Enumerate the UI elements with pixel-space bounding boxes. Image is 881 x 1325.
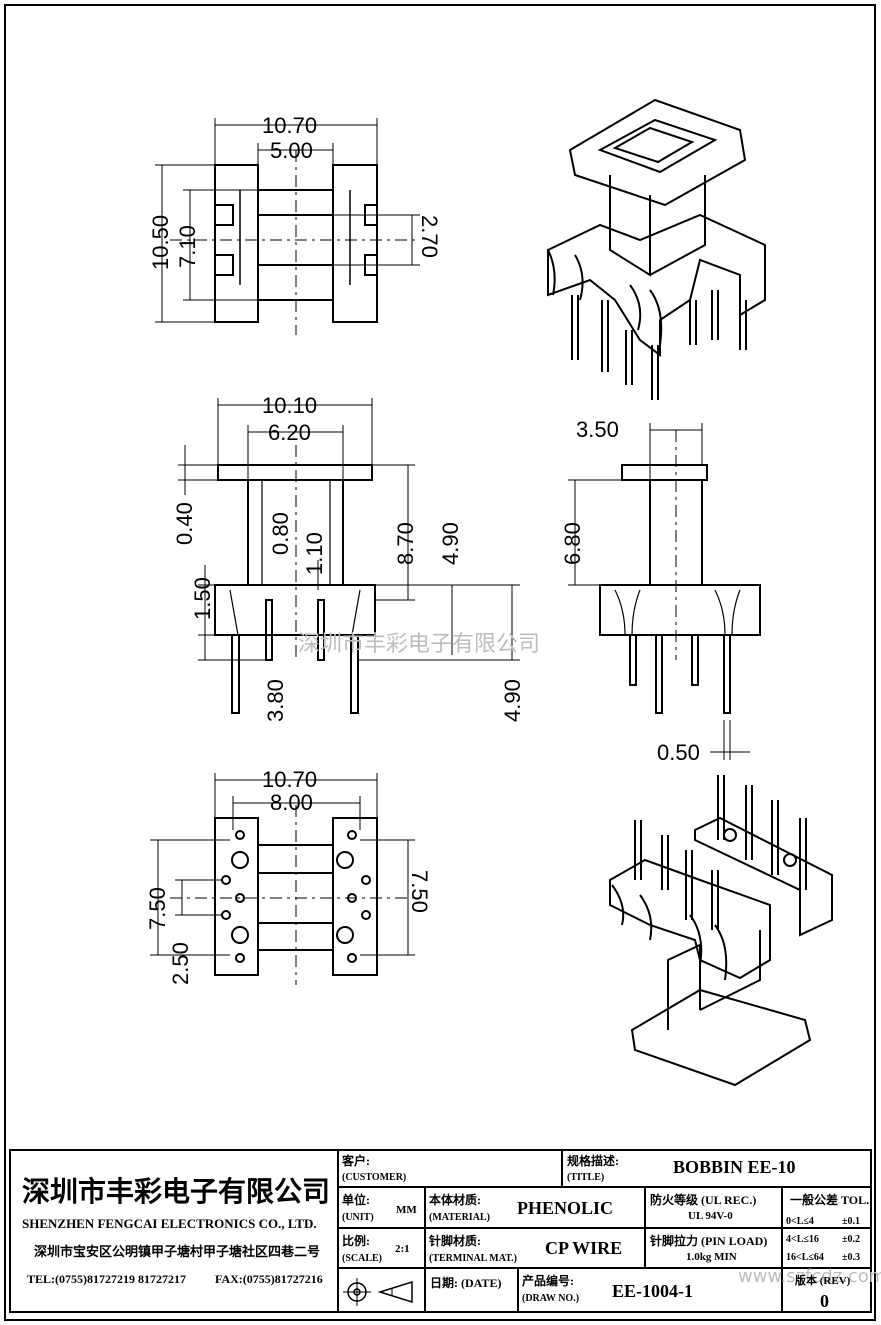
tolerance-value-3: ±0.3 (842, 1252, 860, 1263)
pin-load-label: 针脚拉力 (PIN LOAD) (650, 1234, 768, 1248)
dim-top-width: 10.70 (262, 113, 317, 138)
dim-side-height: 6.80 (560, 522, 585, 565)
company-fax: FAX:(0755)81727216 (215, 1272, 323, 1286)
dim-front-pin-len: 4.90 (438, 522, 463, 565)
dim-bottom-height-right: 7.50 (407, 870, 432, 913)
draw-no-label: 产品编号: (522, 1274, 574, 1288)
isometric-view-bottom (609, 775, 833, 1087)
draw-no-label-en: (DRAW NO.) (522, 1293, 580, 1304)
version-value: 0 (820, 1291, 829, 1311)
dim-top-inner: 5.00 (270, 138, 313, 163)
company-name-en: SHENZHEN FENGCAI ELECTRONICS CO., LTD. (22, 1216, 317, 1231)
top-view (155, 118, 420, 335)
scale-label: 比例: (342, 1234, 370, 1248)
dim-side-pin: 0.50 (657, 740, 700, 765)
watermark-footer: www.szfcdz.com (738, 1266, 881, 1287)
front-view (178, 398, 520, 714)
tolerance-label: 一般公差 TOL. (790, 1193, 870, 1207)
customer-label-en: (CUSTOMER) (342, 1172, 407, 1183)
dim-front-base: 1.50 (190, 577, 215, 620)
fire-value: UL 94V-0 (688, 1210, 733, 1222)
material-label: 本体材质: (429, 1193, 481, 1207)
company-phone: TEL:(0755)81727219 81727217 (27, 1272, 186, 1286)
customer-label: 客户: (342, 1154, 370, 1168)
terminal-value: CP WIRE (545, 1238, 623, 1258)
unit-label: 单位: (342, 1193, 370, 1207)
dim-bottom-width: 10.70 (262, 767, 317, 792)
material-label-en: (MATERIAL) (429, 1212, 490, 1223)
dim-front-wall: 0.80 (268, 512, 293, 555)
dim-side-width: 3.50 (576, 417, 619, 442)
dim-bottom-pitch: 2.50 (168, 942, 193, 985)
draw-no-value: EE-1004-1 (612, 1281, 693, 1301)
dim-front-core: 1.10 (302, 532, 327, 575)
dim-top-slot: 2.70 (417, 215, 442, 258)
watermark-center: 深圳市丰彩电子有限公司 (298, 632, 541, 657)
side-view (568, 423, 761, 760)
pin-load-value: 1.0kg MIN (686, 1251, 737, 1263)
title-label: 规格描述: (567, 1154, 619, 1168)
dim-front-pin-down: 3.80 (263, 679, 288, 722)
dimension-labels: 10.70 5.00 10.50 7.10 2.70 10.10 6.20 0.… (145, 113, 700, 985)
material-value: PHENOLIC (517, 1198, 614, 1218)
fire-label: 防火等级 (UL REC.) (650, 1193, 757, 1207)
dim-front-height: 8.70 (393, 522, 418, 565)
dim-front-flange: 0.40 (172, 502, 197, 545)
tolerance-range-1: 0<L≤4 (786, 1216, 814, 1227)
company-name-cn: 深圳市丰彩电子有限公司 (22, 1177, 331, 1208)
unit-label-en: (UNIT) (342, 1212, 374, 1223)
scale-label-en: (SCALE) (342, 1253, 383, 1264)
unit-value: MM (396, 1204, 417, 1216)
dim-bottom-height: 7.50 (145, 887, 170, 930)
dim-front-pin-len2: 4.90 (500, 679, 525, 722)
title-block-lines (9, 1149, 872, 1313)
tolerance-value-1: ±0.1 (842, 1216, 860, 1227)
tolerance-range-2: 4<L≤16 (786, 1234, 819, 1245)
terminal-label-en: (TERMINAL MAT.) (429, 1253, 517, 1264)
dim-bottom-inner: 8.00 (270, 790, 313, 815)
title-label-en: (TITLE) (567, 1172, 605, 1183)
scale-value: 2:1 (395, 1243, 410, 1255)
tolerance-range-3: 16<L≤64 (786, 1252, 824, 1263)
title-value: BOBBIN EE-10 (673, 1157, 796, 1177)
company-address: 深圳市宝安区公明镇甲子塘村甲子塘社区四巷二号 (34, 1244, 321, 1259)
date-label: 日期: (DATE) (430, 1276, 502, 1290)
dim-front-inner: 6.20 (268, 420, 311, 445)
isometric-view-top (547, 98, 766, 400)
version-label: 版本 (REV) (795, 1275, 851, 1287)
terminal-label: 针脚材质: (429, 1234, 481, 1248)
dim-top-height: 10.50 (148, 215, 173, 270)
dim-front-width: 10.10 (262, 393, 317, 418)
tolerance-value-2: ±0.2 (842, 1234, 860, 1245)
bottom-view (150, 773, 420, 985)
dim-top-inner-height: 7.10 (175, 225, 200, 268)
